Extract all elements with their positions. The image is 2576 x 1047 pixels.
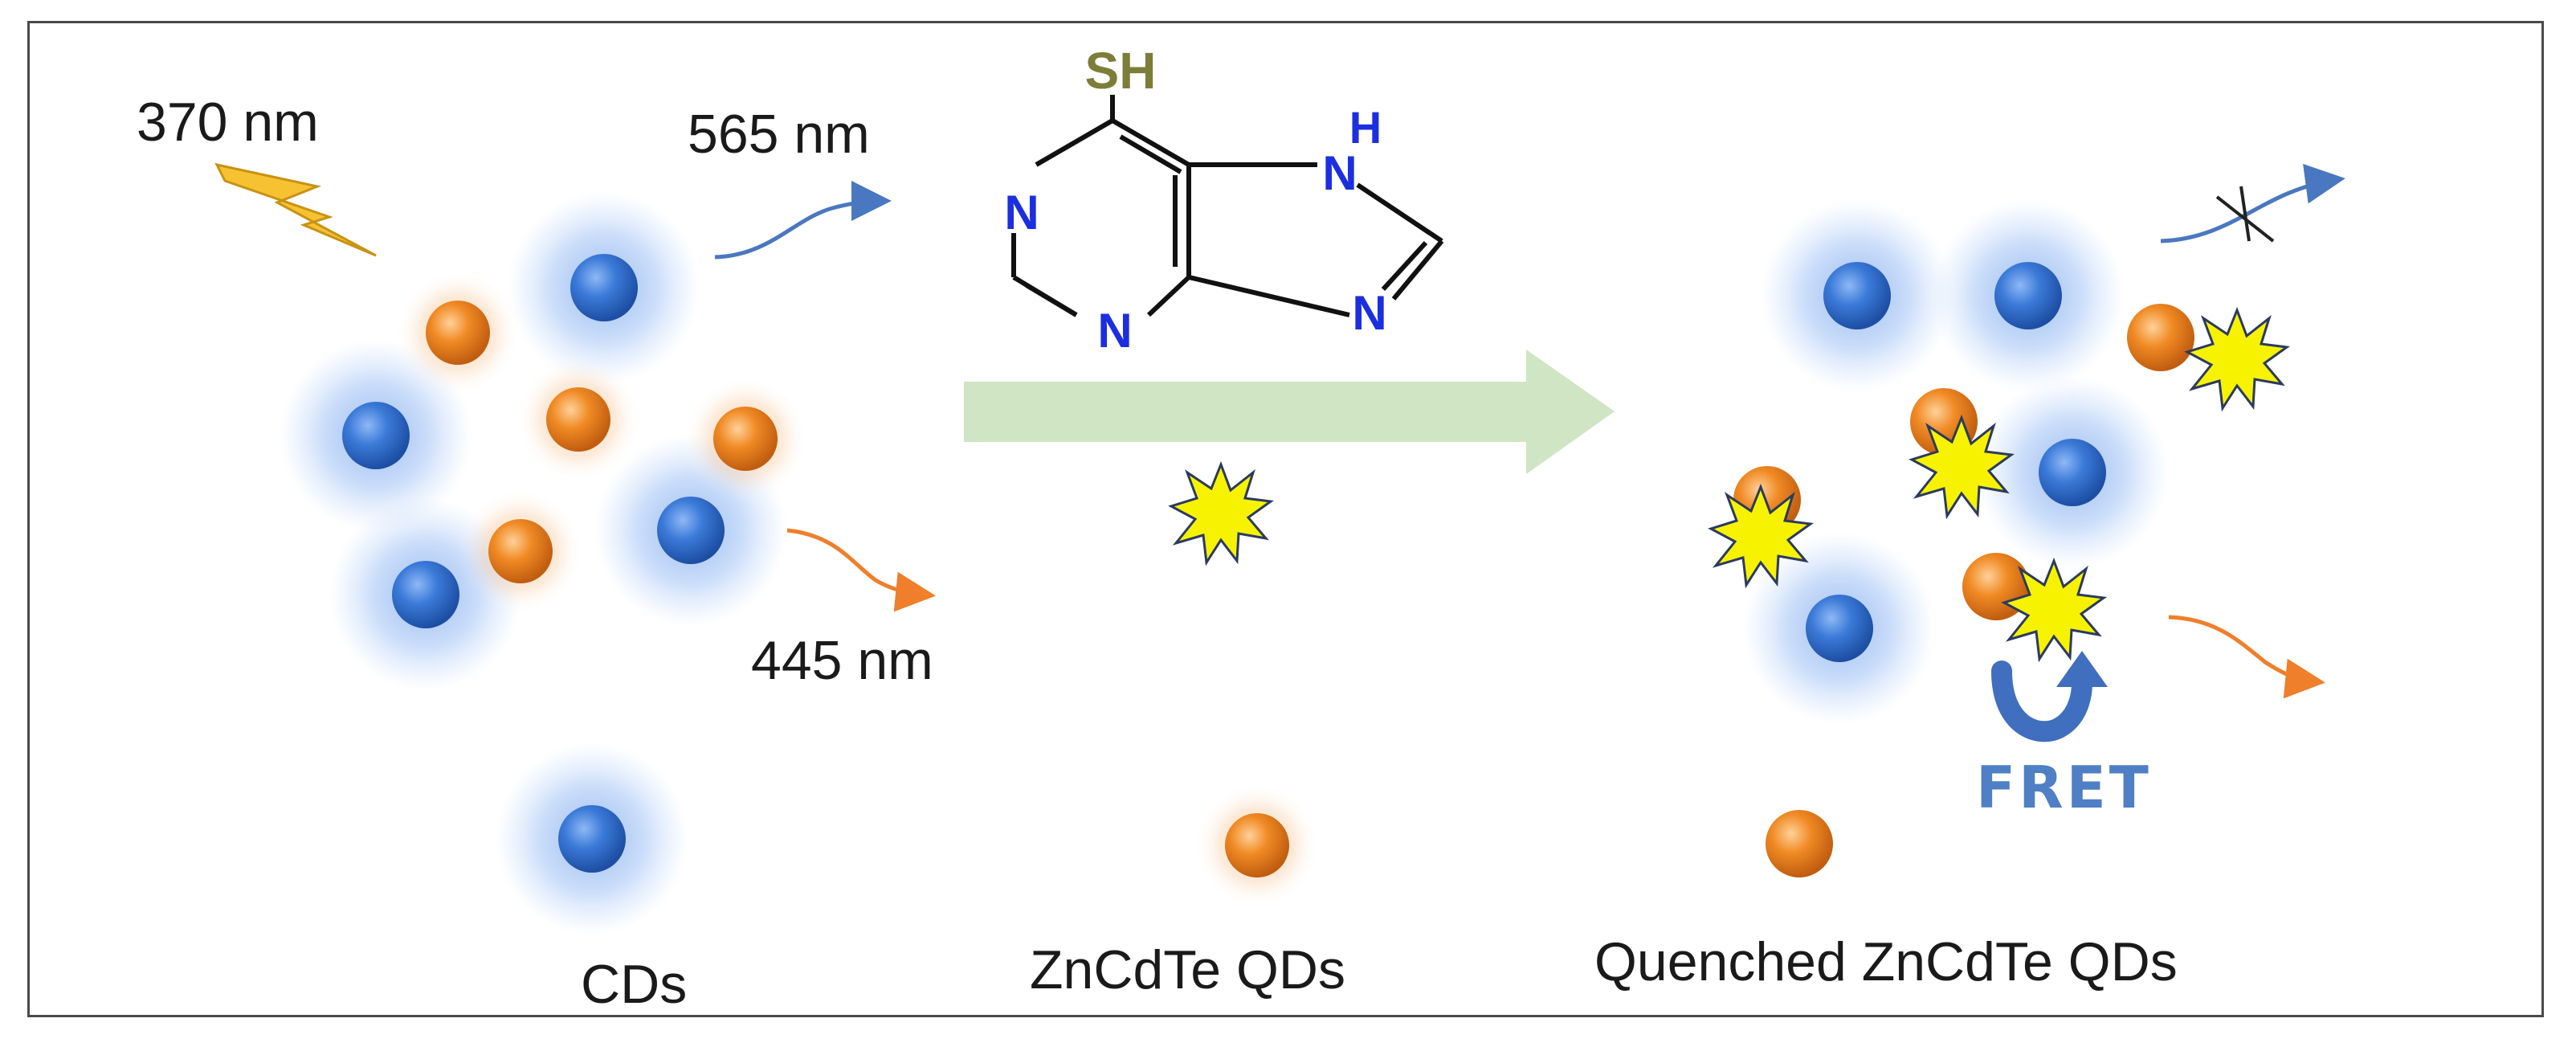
qd-dot	[683, 376, 808, 501]
emission-arrow-445	[786, 528, 936, 612]
cd-dot	[1932, 199, 2125, 392]
lightning-bolt-icon	[214, 162, 377, 257]
reaction-arrow	[964, 350, 1615, 474]
blocked-emission-icon	[2160, 163, 2345, 243]
emission-565-label: 565 nm	[688, 104, 870, 165]
cd-dot	[1976, 376, 2169, 569]
emission-arrow-right	[2168, 615, 2325, 699]
n3-label: N	[1097, 304, 1132, 358]
h-label: H	[1349, 102, 1382, 153]
quenched-legend-dot	[1766, 810, 1833, 877]
qd-dot	[395, 270, 521, 395]
emission-arrow-565	[714, 181, 892, 260]
quenched-cluster	[1709, 199, 2288, 725]
cd-dot	[1761, 199, 1953, 392]
analyte-star-icon	[1170, 463, 1272, 564]
excitation-label: 370 nm	[137, 92, 319, 153]
qd-dot	[2127, 304, 2194, 371]
qd-dot	[516, 357, 641, 482]
sh-label: SH	[1085, 42, 1157, 100]
qd-legend-dot	[1194, 783, 1320, 908]
mercaptopurine-structure	[1011, 95, 1444, 317]
cds-label: CDs	[581, 954, 687, 1015]
fret-arrow-icon	[1991, 651, 2108, 742]
n1-label: N	[1004, 186, 1039, 239]
n9-label: N	[1352, 286, 1386, 340]
cd-legend-dot	[496, 742, 688, 935]
qd-dot	[458, 489, 583, 614]
fret-label: FRET	[1976, 754, 2152, 821]
qds-label: ZnCdTe QDs	[1030, 939, 1345, 1000]
cd-qd-cluster	[280, 191, 808, 691]
quenched-qds-label: Quenched ZnCdTe QDs	[1594, 931, 2178, 992]
cd-dot	[508, 191, 700, 384]
analyte-star-icon	[2186, 309, 2288, 410]
emission-445-label: 445 nm	[751, 630, 933, 691]
n7-label: N	[1322, 146, 1357, 200]
